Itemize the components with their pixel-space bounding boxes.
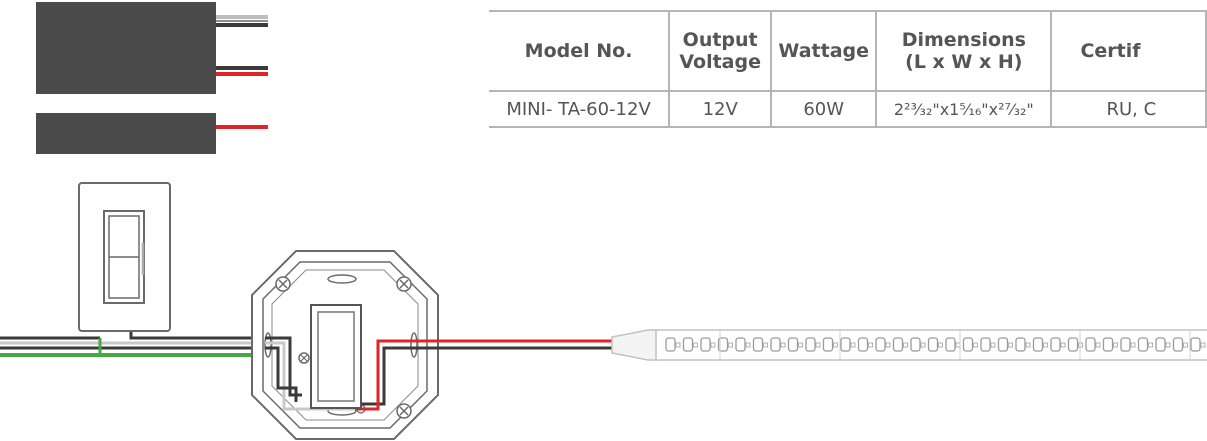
led-chip [1137, 337, 1149, 352]
led-chip [717, 337, 729, 352]
led-chip [1050, 337, 1061, 352]
led-resistor [920, 342, 926, 348]
led-chip [1190, 337, 1201, 352]
mains-wires [0, 328, 265, 357]
led-chip [1032, 337, 1044, 352]
led-chip [665, 337, 676, 352]
led-resistor [1148, 342, 1153, 348]
led-resistor [955, 342, 961, 348]
led-chip [1102, 337, 1114, 352]
led-chip [1015, 337, 1026, 352]
led-chip [700, 337, 711, 352]
led-resistor [990, 342, 996, 348]
led-chip [892, 337, 904, 352]
led-resistor [850, 342, 856, 348]
led-chip [910, 337, 921, 352]
led-resistor [710, 342, 716, 348]
header-wattage: Wattage [770, 10, 878, 92]
led-resistor [1113, 342, 1118, 348]
header-dimensions: Dimensions (L x W x H) [875, 10, 1053, 92]
led-resistor [815, 342, 821, 348]
led-chip [752, 337, 764, 352]
screw-icon [396, 276, 412, 292]
led-chip [735, 337, 746, 352]
cell-model-no: MINI- TA-60-12V [489, 90, 671, 128]
led-resistor [763, 342, 768, 348]
screw-icon [298, 352, 310, 364]
led-chip [857, 337, 869, 352]
led-resistor [1043, 342, 1048, 348]
led-chip [875, 337, 886, 352]
led-strip-icon [655, 329, 1207, 361]
header-output-voltage: Output Voltage [668, 10, 773, 92]
spec-table: Model No. Output Voltage Wattage Dimensi… [489, 10, 1207, 128]
led-chip [997, 337, 1009, 352]
led-driver-slim-icon [36, 113, 268, 154]
led-chip [1120, 337, 1131, 352]
led-chip [927, 337, 939, 352]
led-driver-icon [36, 2, 268, 94]
led-resistor [973, 342, 978, 348]
led-resistor [1183, 342, 1188, 348]
screw-icon [275, 276, 291, 292]
led-resistor [1130, 342, 1136, 348]
led-resistor [903, 342, 908, 348]
led-chip [840, 337, 851, 352]
header-model-no: Model No. [489, 10, 671, 92]
led-chip [770, 337, 781, 352]
led-resistor [745, 342, 751, 348]
led-resistor [675, 342, 681, 348]
led-resistor [833, 342, 838, 348]
led-resistor [1025, 342, 1031, 348]
junction-box-icon [251, 250, 442, 440]
led-chip [980, 337, 991, 352]
led-resistor [885, 342, 891, 348]
cell-wattage: 60W [770, 90, 878, 128]
led-resistor [1165, 342, 1171, 348]
led-resistor [1095, 342, 1101, 348]
led-chip [1067, 337, 1079, 352]
led-resistor [780, 342, 786, 348]
table-row: MINI- TA-60-12V 12V 60W 2²³⁄₃₂"x1⁵⁄₁₆"x²… [489, 90, 1207, 128]
header-certifications: Certif [1050, 10, 1207, 92]
led-chip [1085, 337, 1096, 352]
led-chip [962, 337, 974, 352]
led-chips [665, 331, 1206, 359]
led-chip [945, 337, 956, 352]
cell-dimensions: 2²³⁄₃₂"x1⁵⁄₁₆"x²⁷⁄₃₂" [875, 90, 1053, 128]
led-resistor [1008, 342, 1013, 348]
led-chip [822, 337, 834, 352]
dimmer-switch-icon [78, 182, 171, 332]
led-resistor [728, 342, 733, 348]
led-chip [682, 337, 694, 352]
led-resistor [938, 342, 943, 348]
led-resistor [1060, 342, 1066, 348]
table-header-row: Model No. Output Voltage Wattage Dimensi… [489, 10, 1207, 92]
led-chip [805, 337, 816, 352]
output-wires [438, 329, 661, 361]
led-resistor [693, 342, 698, 348]
led-chip [1155, 337, 1166, 352]
led-resistor [1200, 342, 1206, 348]
screw-icon [396, 403, 412, 419]
led-resistor [868, 342, 873, 348]
cell-certifications: RU, C [1050, 90, 1207, 128]
led-chip [1172, 337, 1184, 352]
led-resistor [798, 342, 803, 348]
led-chip [787, 337, 799, 352]
cell-output-voltage: 12V [668, 90, 773, 128]
